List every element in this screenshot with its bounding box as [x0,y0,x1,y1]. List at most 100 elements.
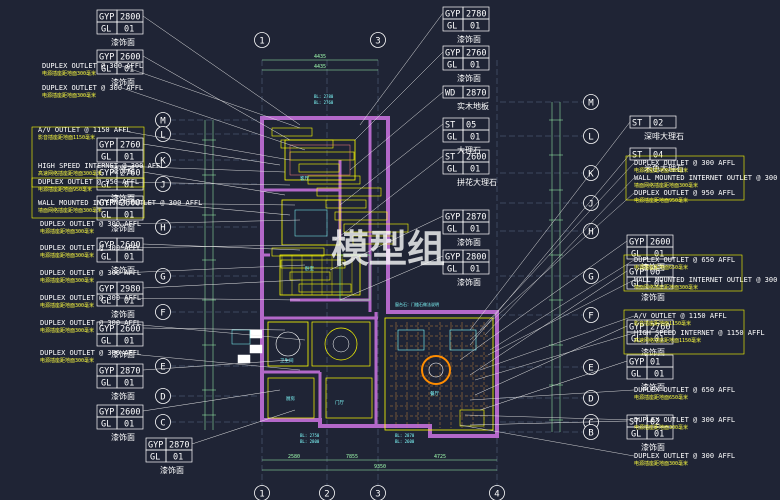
outlet-note-title: DUPLEX OUTLET @ 300 AFFL [40,294,141,302]
grid-bubble-label: G [160,273,165,283]
outlet-note-cn: 电源插座距地面300毫米 [40,277,94,284]
tag-sub-number-cell [116,375,144,389]
tag-label: 漆饰面 [111,37,135,47]
leader-line [469,153,631,346]
grid-bubble-label: F [588,312,593,322]
chair-outline [397,329,425,351]
outlet-note-cn: 电源插座距地面950毫米 [634,197,688,204]
tag-label: 漆饰面 [111,165,135,175]
outlet-note-cn: 高速网络插座距地面1150毫米 [634,337,701,344]
leader-line [142,201,291,216]
basin-fixture [275,331,301,357]
tag-sub-number: 01 [654,280,664,290]
room-label: 餐厅 [430,390,439,397]
tag-number: 2870 [466,213,486,223]
outlet-note-cn: 影音插座距地面1150毫米 [634,320,691,327]
grid-bubble [583,268,599,284]
living-room-outline [384,317,494,431]
outlet-note-cn: 电源插座距地面950毫米 [38,186,92,193]
leader-line [464,414,635,421]
plan-note: 窗台石：门槛石做法说明 [395,301,439,307]
outlet-note-title: DUPLEX OUTLET @ 300 AFFL [40,349,141,357]
tag-label: 漆饰面 [641,262,665,272]
tag-sub-number: 01 [124,65,134,75]
outlet-note-title: WALL MOUNTED INTERNET OUTLET @ 300 AFFL [634,276,780,284]
tag-code: GYP [629,238,644,248]
leader-line [469,192,635,341]
window-marker [231,329,251,345]
tag-sub-number: 01 [124,153,134,163]
tag-sub: GL [101,253,111,263]
tag-number: 01 [650,358,660,368]
grid-bubble-label: J [160,181,165,191]
tag-sub: GL [447,225,457,235]
floor-pattern [311,321,371,367]
tag-label: 漆饰面 [111,77,135,87]
tag-number: 02 [653,119,663,129]
bath-fixture [267,321,309,367]
grid-bubble-label: 1 [259,490,264,500]
leader-line [142,327,286,331]
outlet-note-cn: 电源插座距地面300毫米 [634,167,688,174]
plan-fixture [325,199,367,209]
outlet-note-title: DUPLEX OUTLET @ 300 AFFL [42,62,143,70]
tag-label: 漆饰面 [111,349,135,359]
tag-number: 2980 [120,285,140,295]
tag-number: 06 [650,268,660,278]
grid-bubble-label: L [160,131,165,141]
grid-bubble-label: 1 [259,37,264,47]
watermark: 模型组 [331,227,445,271]
tag-number-cell [649,115,677,129]
leader-line [121,65,301,129]
outlet-note-title: A/V OUTLET @ 1150 AFFL [634,312,727,320]
tag-label: 漆饰面 [457,237,481,247]
tag-sub-number: 01 [470,165,480,175]
tag-number: 2600 [120,408,140,418]
leader-line [469,121,631,331]
plan-small-label: BL: 2780 [314,94,334,99]
tag-code: GYP [99,241,114,251]
tag-number: 2800 [120,13,140,23]
tag-number: 02 [650,418,660,428]
outlet-note-cn: 电源插座距地面300毫米 [634,424,688,431]
tag-code: GYP [445,213,460,223]
leader-line [334,155,444,241]
tag-code: ST [629,418,639,428]
note-group-box [623,254,743,292]
grid-bubble-label: D [588,395,593,405]
dimension-text: 4435 [314,54,326,60]
leader-line [119,297,301,301]
tag-sub-number: 01 [124,25,134,35]
tag-number: 2760 [120,141,140,151]
tag-number: 2760 [120,169,140,179]
tag-number: 2760 [650,323,670,333]
tag-label: 漆饰面 [457,73,481,83]
tag-sub-number-cell [462,18,490,32]
leader-line [117,181,291,186]
tag-label: 漆饰面 [641,442,665,452]
tag-sub-number-cell [646,426,674,440]
note-group-box [623,309,745,355]
tag-code: GYP [99,169,114,179]
leader-line [354,51,444,141]
leader-line [479,315,635,371]
tag-sub-number-cell [116,61,144,75]
tag-sub: GL [101,25,111,35]
plan-fixture [280,259,346,269]
tag-number: 2600 [120,199,140,209]
door-marker [249,329,263,339]
leader-line [117,165,286,173]
tag-sub-number-cell [116,293,144,307]
outlet-note-title: DUPLEX OUTLET @ 300 AFFL [40,319,141,327]
leader-line [142,279,301,289]
leader-line [119,352,301,371]
tag-sub: GL [631,335,641,345]
round-table-inner [428,362,444,378]
tag-sub: GL [101,297,111,307]
outlet-note-cn: 电源插座距地面300毫米 [40,327,94,334]
tag-sub: GL [631,370,641,380]
plan-small-label: BL: 2870 [395,433,415,438]
tag-sub-number-cell [462,57,490,71]
plan-fixture [271,247,325,257]
leader-line [469,270,628,376]
